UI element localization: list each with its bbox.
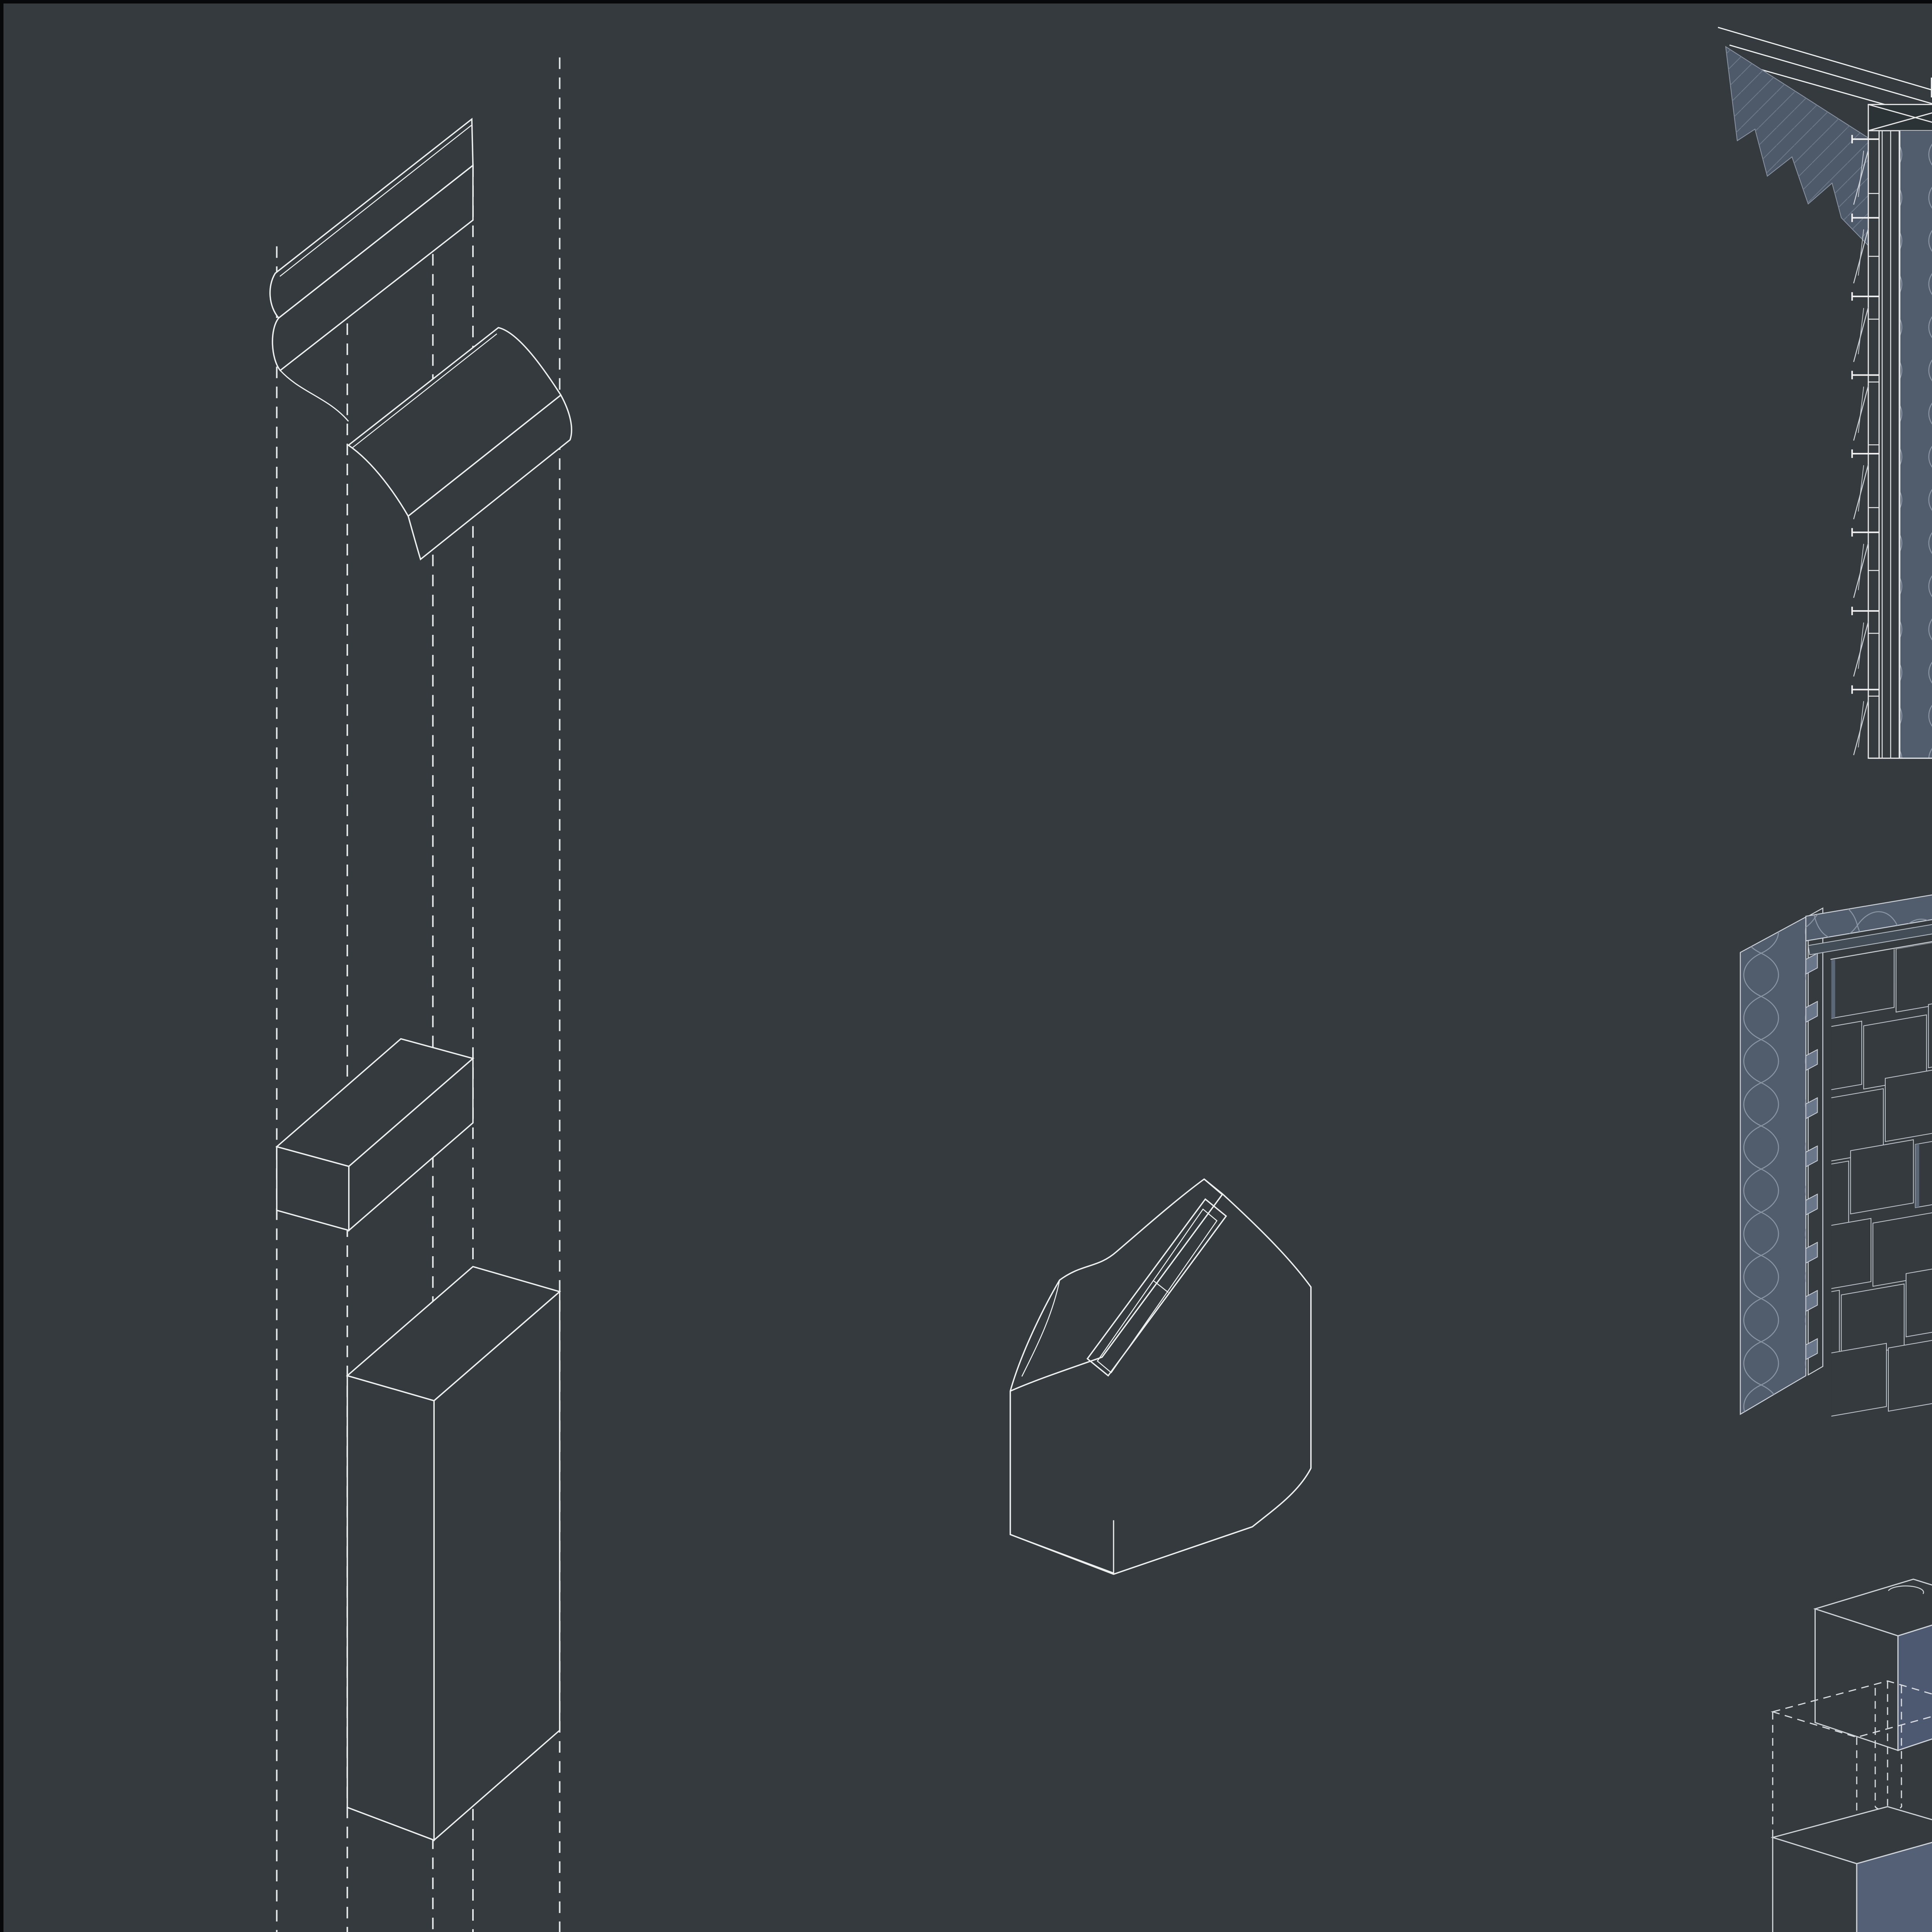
staggered-shingles-part	[1850, 1139, 1914, 1214]
furring-blocks-part	[1805, 1145, 1818, 1168]
shake-course-lines-part	[1858, 544, 1864, 590]
staggered-shingles-part	[1905, 1262, 1932, 1337]
staggered-shingles-part	[1885, 1067, 1932, 1142]
cedar-shake-wall	[1740, 894, 1932, 1418]
roof-edge-line	[1718, 27, 1932, 91]
shake-course-lines-part	[1853, 307, 1869, 362]
furring-blocks-part	[1805, 1242, 1818, 1264]
shake-course-lines-part	[1853, 621, 1869, 677]
staggered-shingles	[1831, 937, 1932, 1418]
block3-front	[1856, 1842, 1932, 1932]
furring-blocks-part	[1805, 1193, 1818, 1216]
top-furring-band	[1808, 924, 1932, 956]
block3-left	[1772, 1837, 1857, 1932]
shake-course-lines-part	[1858, 701, 1864, 748]
box-module-2	[346, 1266, 561, 1842]
shake-course-lines-part	[1853, 700, 1869, 755]
fastener-screws	[1851, 135, 1879, 694]
center-bathroom-module	[1009, 1178, 1312, 1575]
staggered-shingles-part	[1872, 1211, 1932, 1287]
shake-course-lines	[1853, 150, 1869, 755]
furring-blocks-part	[1805, 1049, 1818, 1071]
furring-blocks	[1805, 952, 1818, 1361]
shake-course-lines-part	[1853, 228, 1869, 284]
staggered-shingles-part	[1895, 937, 1932, 1013]
shake-course-lines-part	[1853, 543, 1869, 598]
furring-blocks-part	[1805, 1097, 1818, 1119]
wall-section-detail	[1718, 27, 1932, 759]
furring-blocks-part	[1805, 1000, 1818, 1023]
drawings-canvas	[269, 27, 1932, 1932]
shake-course-lines-part	[1858, 465, 1864, 512]
shake-course-lines-part	[1858, 150, 1864, 197]
staggered-shingles-part	[1915, 1143, 1919, 1208]
roof-edge-line	[1742, 64, 1932, 119]
furring-blocks-part	[1805, 1338, 1818, 1361]
staggered-shingles-part	[1831, 1020, 1862, 1096]
furring-blocks-part	[1805, 1290, 1818, 1312]
furring-ticks	[1868, 193, 1879, 697]
roof-half-module-1	[269, 117, 474, 422]
shake-course-lines-part	[1853, 150, 1869, 205]
shake-course-lines-part	[1858, 229, 1864, 276]
shake-course-lines-part	[1858, 308, 1864, 354]
staggered-shingles-part	[1831, 954, 1835, 1019]
shake-course-lines-part	[1858, 386, 1864, 433]
roof-window-outer	[1086, 1198, 1227, 1377]
shake-course-lines-part	[1858, 622, 1864, 669]
shake-course-lines-part	[1853, 386, 1869, 441]
shake-course-lines-part	[1853, 464, 1869, 520]
roof-half-module-2	[347, 327, 572, 561]
staggered-shingles-part	[1831, 944, 1895, 1019]
staggered-shingles-part	[1928, 993, 1932, 1068]
staggered-shingles-part	[1831, 1218, 1872, 1293]
staggered-shingles-part	[1888, 1337, 1932, 1412]
roof-edge-line	[1729, 44, 1932, 104]
box-module-1	[275, 1038, 474, 1232]
rod-hole-arc	[1888, 1585, 1924, 1594]
top-blocking	[1867, 104, 1932, 131]
swivel-block-tower	[1770, 1578, 1932, 1932]
furring-blocks-part	[1805, 952, 1818, 975]
staggered-shingles-part	[1831, 1343, 1887, 1418]
board-page: Playing with the idea of weaving and re-…	[3, 3, 1932, 1932]
roof-window-inner	[1097, 1208, 1218, 1374]
